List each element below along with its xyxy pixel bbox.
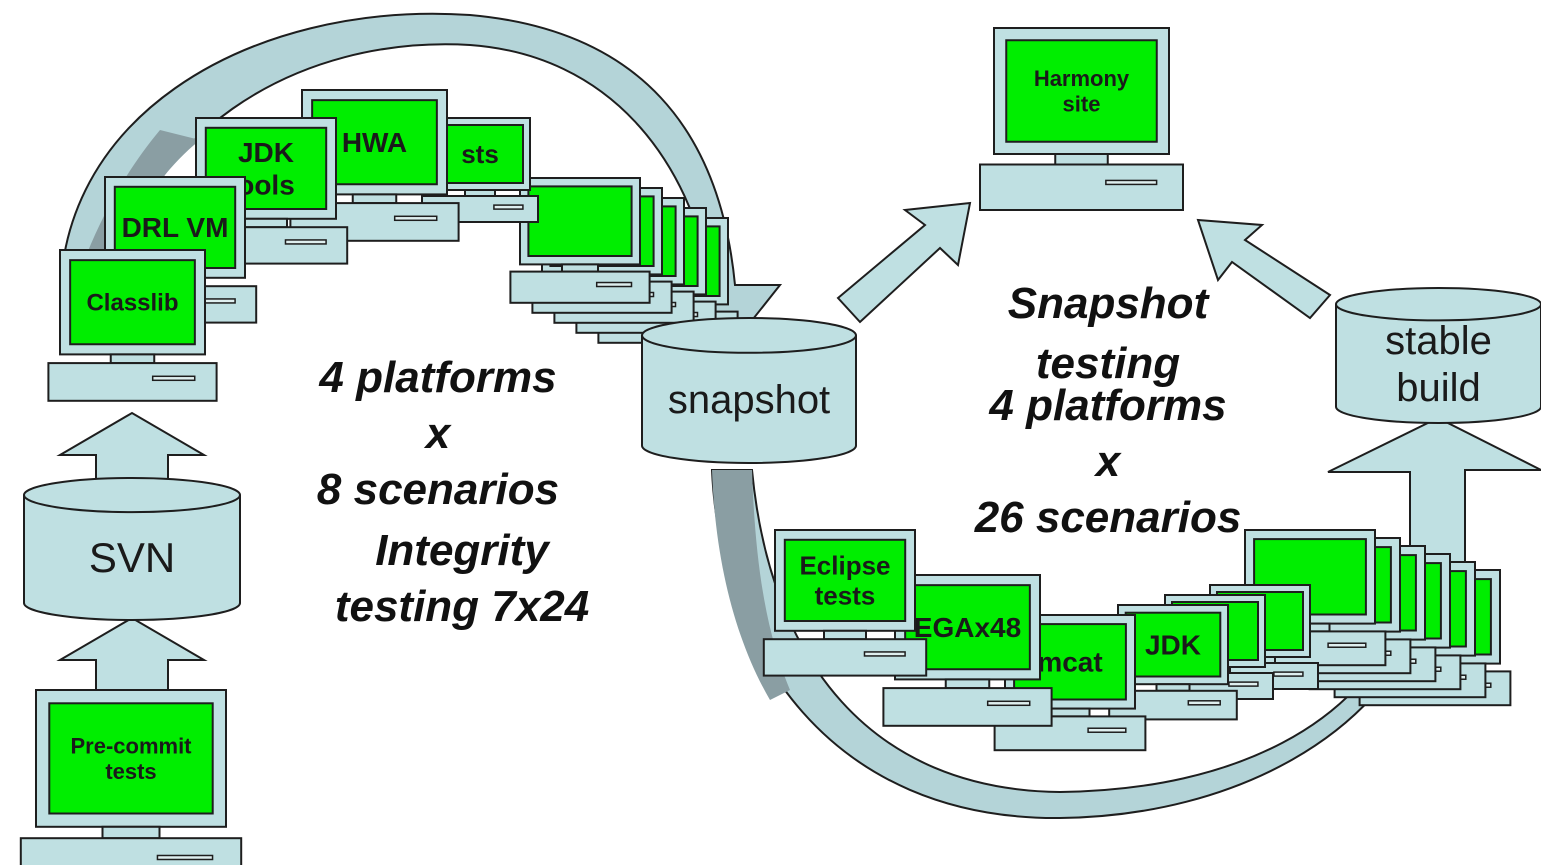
station-jdk-label-1: JDK xyxy=(1145,629,1201,660)
station-precommit-base xyxy=(19,837,243,865)
stack-left-computer-1-screen xyxy=(527,185,633,257)
caption-right-platforms: 4 platforms x 26 scenarios xyxy=(974,381,1242,542)
station-eclipse-stand xyxy=(823,629,867,641)
station-classlib-label-1: Classlib xyxy=(86,290,178,317)
station-tests-partial-label-1: sts xyxy=(461,139,499,169)
station-harmony-site-label-2: site xyxy=(1063,91,1101,116)
caption-left-platforms-line-3: 8 scenarios xyxy=(317,465,559,514)
caption-right-platforms-line-3: 26 scenarios xyxy=(974,493,1242,542)
station-hwa-stand xyxy=(351,193,398,205)
integrity-loop-arrow xyxy=(59,12,783,340)
station-jdk-tools-label-1: JDK xyxy=(238,137,294,168)
caption-snapshot-testing-line-1: Snapshot xyxy=(1008,279,1211,328)
caption-left-platforms: 4 platforms x 8 scenarios xyxy=(317,353,559,514)
station-hwa-drive-slot xyxy=(393,215,438,222)
up-arrow-svn-to-classlib xyxy=(56,411,208,493)
station-drl-vm-label-1: DRL VM xyxy=(122,212,229,243)
station-hwa-label-1: HWA xyxy=(342,127,407,158)
station-classlib-stand xyxy=(109,353,156,365)
db-stable-build-top xyxy=(1335,287,1541,322)
station-precommit-label-1: Pre-commit xyxy=(70,733,192,758)
caption-left-platforms-line-1: 4 platforms xyxy=(318,353,556,402)
station-egax48-stand xyxy=(944,678,991,690)
station-tests-partial-drive-slot xyxy=(493,204,524,210)
station-harmony-site-base xyxy=(979,163,1184,211)
caption-snapshot-testing: Snapshot testing xyxy=(1008,279,1211,388)
station-harmony-site-screen xyxy=(1005,39,1158,143)
db-snapshot: snapshot xyxy=(641,317,857,464)
station-jdk: JDK xyxy=(1108,604,1238,721)
station-eclipse-drive-slot xyxy=(863,651,906,657)
stack-left-computer-1 xyxy=(509,177,651,304)
station-harmony-site-label-1: Harmony xyxy=(1034,66,1130,91)
db-stable-build-label-2: build xyxy=(1396,366,1481,410)
station-precommit-stand xyxy=(101,825,161,840)
station-eclipse-label-1: Eclipse xyxy=(799,551,890,581)
caption-integrity-testing: Integrity testing 7x24 xyxy=(335,526,589,631)
db-snapshot-label-1: snapshot xyxy=(668,378,830,422)
caption-right-platforms-line-1: 4 platforms xyxy=(988,381,1226,430)
caption-left-platforms-line-2: x xyxy=(424,409,452,458)
station-classlib-screen xyxy=(69,259,196,346)
station-jdk-tools-label-2: ools xyxy=(237,169,295,200)
arrow-stable-to-harmony xyxy=(1196,218,1332,320)
arrow-snapshot-to-harmony xyxy=(836,201,972,324)
arrow-up-to-stable-build xyxy=(1327,416,1541,641)
db-snapshot-top xyxy=(641,317,857,354)
caption-right-platforms-line-2: x xyxy=(1094,437,1122,486)
station-jdk-tools-drive-slot xyxy=(284,239,327,245)
station-precommit-drive-slot xyxy=(156,854,214,861)
station-eclipse-label-2: tests xyxy=(815,580,876,610)
stack-right-computer-1-drive-slot xyxy=(1327,642,1367,648)
station-precommit-screen xyxy=(48,702,214,815)
db-snapshot-body xyxy=(641,335,857,464)
station-harmony-site-drive-slot xyxy=(1105,179,1158,186)
station-precommit-label-2: tests xyxy=(105,759,156,784)
db-svn-body xyxy=(23,495,241,621)
station-classlib-drive-slot xyxy=(151,375,196,382)
stack-left-computer-1-drive-slot xyxy=(595,281,633,288)
db-svn-top xyxy=(23,477,241,514)
caption-snapshot-testing-line-2: testing xyxy=(1036,339,1180,388)
caption-integrity-testing-line-1: Integrity xyxy=(375,526,551,575)
station-classlib: Classlib xyxy=(47,249,218,402)
station-tomcat-stand xyxy=(1049,707,1091,718)
station-s2-drive-slot xyxy=(1273,671,1304,677)
station-eclipse-base xyxy=(762,638,928,677)
station-s1-drive-slot xyxy=(1228,681,1259,687)
station-jdk-tools-stand xyxy=(244,217,288,229)
station-jdk-screen xyxy=(1124,611,1222,678)
station-tomcat-label-1: mcat xyxy=(1037,647,1102,678)
db-svn: SVN xyxy=(23,477,241,621)
station-classlib-base xyxy=(47,362,218,402)
db-stable-build-label-1: stable xyxy=(1385,319,1492,363)
station-egax48-base xyxy=(882,687,1053,727)
up-arrow-precommit-to-svn xyxy=(56,616,208,691)
station-jdk-drive-slot xyxy=(1187,700,1221,706)
station-tomcat-drive-slot xyxy=(1087,727,1127,733)
station-harmony-site-stand xyxy=(1054,153,1109,166)
station-egax48-drive-slot xyxy=(986,700,1031,707)
station-eclipse-screen xyxy=(783,538,907,622)
station-egax48-label-1: EGAx48 xyxy=(914,612,1021,643)
stack-left-computer-1-stand xyxy=(561,263,599,273)
db-stable-build-body xyxy=(1335,304,1541,424)
caption-integrity-testing-line-2: testing 7x24 xyxy=(335,582,589,631)
db-svn-label-1: SVN xyxy=(89,534,175,581)
